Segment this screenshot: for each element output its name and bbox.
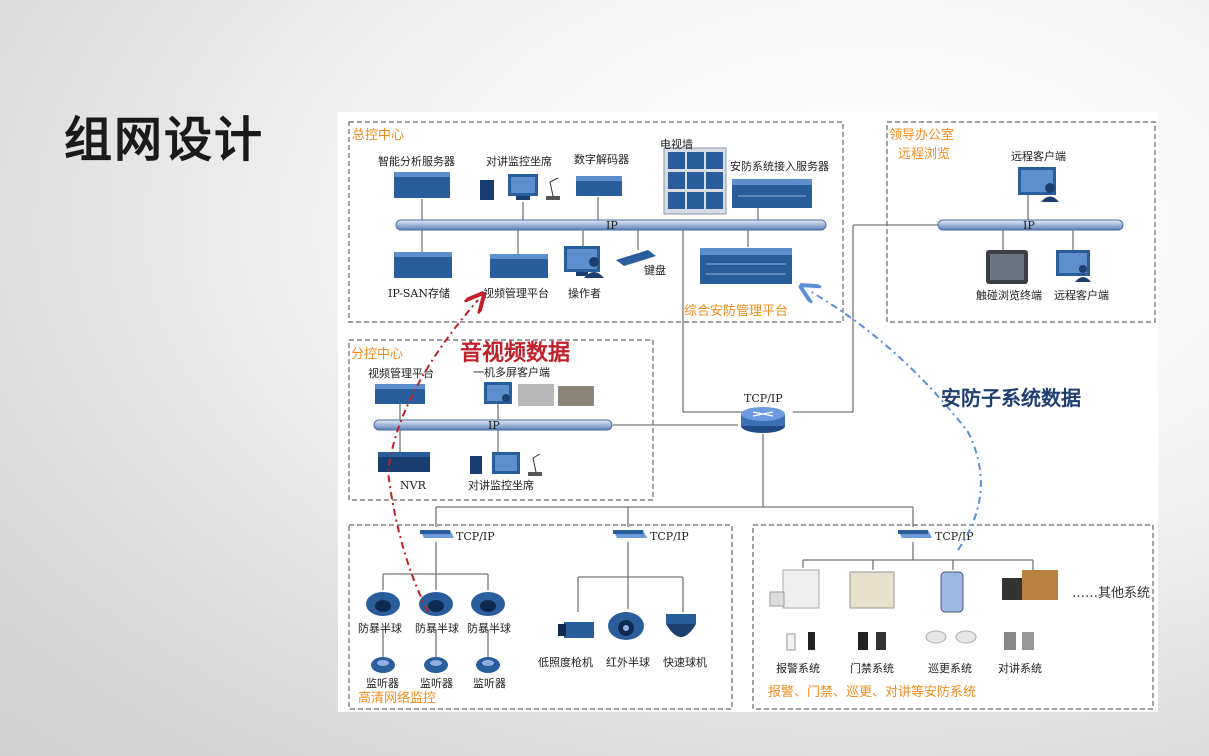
intercom-terminal-icon [1002, 570, 1058, 650]
label-dome3: 防暴半球 [467, 621, 511, 635]
label-alarm-sys: 报警系统 [776, 661, 820, 675]
zone-label-security-systems: 报警、门禁、巡更、对讲等安防系统 [768, 684, 976, 700]
server-icon [394, 172, 450, 198]
storage-icon [394, 252, 452, 278]
label-remote-client: 远程客户端 [1011, 149, 1066, 163]
label-access-sys: 门禁系统 [850, 661, 894, 675]
label-multi-screen: 一机多屏客户端 [473, 365, 550, 379]
label-remote-client2: 远程客户端 [1054, 288, 1109, 302]
access-control-icon [849, 571, 895, 650]
security-data-label: 安防子系统数据 [941, 386, 1081, 410]
sub-video-platform-icon [375, 384, 425, 404]
label-sub-intercom: 对讲监控坐席 [468, 478, 534, 492]
label-decoder: 数字解码器 [574, 152, 629, 166]
label-access-server: 安防系统接入服务器 [730, 159, 829, 173]
management-platform-icon [700, 248, 792, 284]
label-tv-wall: 电视墙 [660, 137, 693, 151]
zone-label-hd-monitor: 高清网络监控 [358, 690, 436, 706]
alarm-panel-icon [769, 569, 820, 651]
security-data-arrow [808, 290, 982, 551]
label-patrol-sys: 巡更系统 [928, 662, 972, 675]
zone-leader-office [886, 121, 1156, 323]
ir-dome-icon [608, 612, 644, 640]
network-diagram: 总控中心 领导办公室 远程浏览 分控中心 高清网络监控 报警、门禁、巡更、对讲等… [338, 112, 1158, 712]
dome-camera-icon [366, 592, 505, 616]
ip-bus-office-label: IP [1023, 219, 1035, 232]
label-video-platform: 视频管理平台 [483, 286, 549, 300]
zone-sub-center [348, 339, 654, 501]
keyboard-icon [616, 250, 656, 266]
remote-client-icon [1018, 167, 1059, 202]
label-touch-terminal: 触碰浏览终端 [976, 288, 1042, 302]
label-operator: 操作者 [568, 286, 601, 300]
label-switch-cam: TCP/IP [650, 530, 689, 543]
sub-intercom-icon [470, 452, 542, 476]
label-dome2: 防暴半球 [415, 621, 459, 635]
label-ip-san: IP-SAN存储 [388, 286, 450, 300]
remote-client2-icon [1056, 250, 1091, 282]
router-icon [741, 407, 785, 433]
speed-dome-icon [666, 614, 696, 637]
ip-bus-control [395, 219, 827, 231]
bullet-camera-icon [558, 622, 594, 638]
label-lowlight-cam: 低照度枪机 [538, 655, 593, 669]
intercom-seat-icon [480, 174, 560, 200]
access-server-icon [732, 179, 812, 208]
nvr-icon [378, 452, 430, 472]
tv-wall-icon [663, 147, 727, 215]
label-keyboard: 键盘 [644, 263, 666, 277]
label-mic2: 监听器 [420, 677, 453, 690]
label-ir-dome: 红外半球 [606, 655, 650, 669]
zone-label-remote-browse: 远程浏览 [898, 146, 950, 162]
zone-label-leader-office: 领导办公室 [889, 127, 954, 143]
zone-label-sub-center: 分控中心 [351, 347, 403, 362]
multi-screen-icon [484, 382, 594, 406]
label-nvr: NVR [400, 479, 427, 492]
label-switch-hd: TCP/IP [456, 530, 495, 543]
label-router: TCP/IP [744, 392, 783, 405]
zone-security-systems [752, 524, 1154, 710]
ip-bus-office [937, 219, 1124, 231]
av-data-arrow [386, 300, 478, 613]
label-mic1: 监听器 [366, 677, 399, 690]
connection-lines [382, 190, 1074, 657]
label-intercom-seat: 对讲监控坐席 [486, 154, 552, 168]
patrol-icon [925, 571, 977, 644]
label-other-sys: ……其他系统 [1072, 586, 1150, 601]
zone-control-center [348, 121, 844, 323]
ip-bus-sub-label: IP [488, 419, 500, 432]
ip-bus-control-label: IP [606, 219, 618, 232]
label-sub-video-platform: 视频管理平台 [368, 366, 434, 380]
label-dome1: 防暴半球 [358, 621, 402, 635]
label-intercom-sys: 对讲系统 [998, 661, 1042, 675]
switch-icon-sec [898, 530, 932, 538]
video-platform-icon [490, 254, 548, 278]
zone-label-control-center: 总控中心 [352, 128, 404, 143]
operator-icon [564, 246, 604, 278]
label-integrated-platform: 综合安防管理平台 [684, 303, 788, 319]
switch-icon-cam [613, 530, 647, 538]
decoder-icon [576, 176, 622, 196]
microphone-icon [371, 657, 500, 673]
ip-bus-sub [373, 419, 613, 431]
label-smart-server: 智能分析服务器 [378, 154, 455, 168]
switch-icon-hd [420, 530, 454, 538]
slide-title: 组网设计 [64, 112, 265, 168]
touch-terminal-icon [986, 250, 1028, 284]
av-data-label: 音视频数据 [460, 340, 570, 366]
zone-hd-monitor [348, 524, 733, 710]
label-mic3: 监听器 [473, 677, 506, 690]
label-speed-dome: 快速球机 [663, 655, 707, 669]
